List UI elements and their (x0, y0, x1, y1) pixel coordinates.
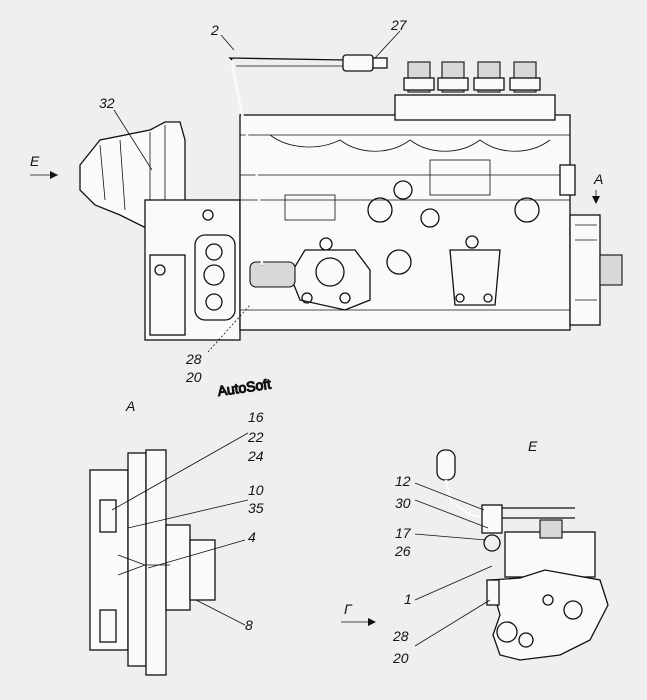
callout-4: 4 (248, 529, 256, 545)
delivery-valves (403, 61, 541, 93)
view-e-title: Е (528, 438, 538, 454)
callout-2: 2 (210, 22, 219, 38)
callout-24: 24 (247, 448, 264, 464)
main-view-callouts: 2 27 32 Е А 28 20 (30, 17, 603, 385)
callout-8: 8 (245, 617, 253, 633)
view-a-callouts: А 16 22 24 10 35 4 8 (111, 398, 264, 633)
callout-1: 1 (404, 591, 412, 607)
watermark-text: AutoSoft (217, 376, 273, 399)
view-gamma-arrow-label: Г (344, 601, 353, 617)
callout-28: 28 (185, 351, 202, 367)
watermark: AutoSoft (216, 375, 273, 399)
callout-30: 30 (395, 495, 411, 511)
callout-20: 20 (185, 369, 202, 385)
callout-26: 26 (394, 543, 411, 559)
callout-27: 27 (390, 17, 408, 33)
fuel-pump-drawing (79, 54, 623, 341)
view-e-callouts: Е 12 30 17 26 1 28 20 Г (341, 438, 538, 666)
view-a-arrow-label: А (593, 171, 603, 187)
callout-32: 32 (99, 95, 115, 111)
callout-10: 10 (248, 482, 264, 498)
callout-28-view-e: 28 (392, 628, 409, 644)
view-e-drawing (436, 449, 609, 661)
view-a-drawing (89, 449, 216, 676)
callout-16: 16 (248, 409, 264, 425)
view-e-arrow-label: Е (30, 153, 40, 169)
callout-22: 22 (247, 429, 264, 445)
callout-20-view-e: 20 (392, 650, 409, 666)
callout-17: 17 (395, 525, 412, 541)
callout-12: 12 (395, 473, 411, 489)
callout-35: 35 (248, 500, 264, 516)
view-a-title: А (125, 398, 135, 414)
